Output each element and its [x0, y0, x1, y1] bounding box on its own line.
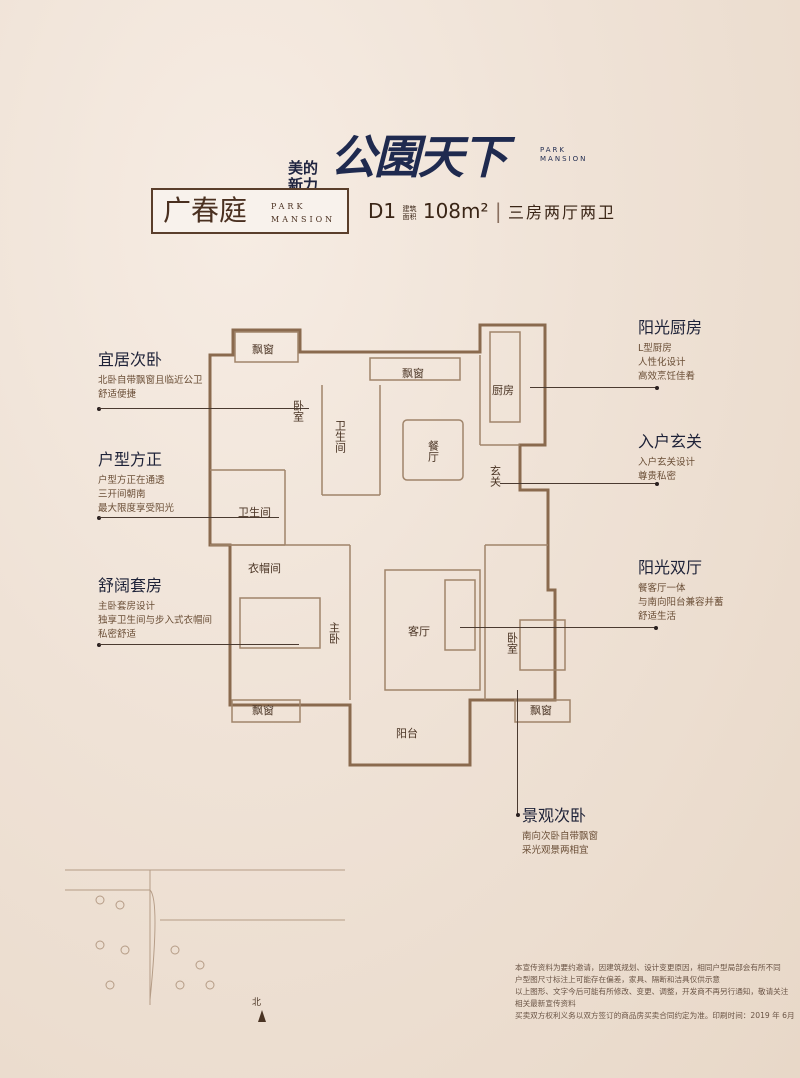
room-bay-window-1: 飘窗 — [252, 342, 274, 356]
disclaimer-line: 户型图尺寸标注上可能存在偏差，家具、隔断和洁具仅供示意 — [515, 975, 721, 984]
callout-title: 阳光厨房 — [638, 318, 703, 337]
callout-dot — [654, 626, 658, 630]
area-label: 建筑面积 — [402, 205, 416, 221]
callout-line: 高效烹饪佳肴 — [638, 371, 696, 382]
room-dining: 餐厅 — [427, 439, 440, 462]
logo-en-2: MANSION — [540, 155, 588, 163]
callout-line: L型厨房 — [638, 343, 672, 354]
north-arrow-icon — [258, 1010, 266, 1022]
callout-line: 主卧套房设计 — [98, 601, 156, 612]
callout-line: 与南向阳台兼容并蓄 — [638, 597, 724, 608]
callout-line-connector — [500, 483, 656, 484]
area-label-2: 面积 — [402, 212, 417, 221]
callout-line: 尊贵私密 — [638, 471, 677, 482]
callout-line: 采光观景两相宜 — [522, 845, 589, 856]
site-map — [65, 869, 345, 1005]
unit-en-1: PARK — [271, 202, 306, 211]
project-logo-en: PARK MANSION — [540, 146, 587, 164]
callout-line: 私密舒适 — [98, 629, 137, 640]
logo-en-1: PARK — [540, 146, 567, 154]
callout-dot — [655, 482, 659, 486]
callout-dot — [97, 407, 101, 411]
room-master-bedroom: 主卧 — [328, 622, 341, 644]
area-label-1: 建筑 — [402, 204, 417, 213]
project-logo: 公園天下 — [330, 130, 508, 184]
callout-living-dining: 阳光双厅 餐客厅一体与南向阳台兼容并蓄舒适生活 — [638, 558, 724, 624]
room-foyer: 玄关 — [489, 464, 502, 488]
unit-spec: D1 建筑面积 108m² | 三房两厅两卫 — [368, 198, 616, 226]
unit-name: 广春庭 — [163, 194, 248, 227]
callout-line-connector — [99, 644, 299, 645]
callout-line: 入户玄关设计 — [638, 457, 696, 468]
callout-dot — [97, 516, 101, 520]
callout-line-connector — [460, 627, 655, 628]
room-bedroom-north: 卧室 — [292, 400, 305, 422]
callout-kitchen: 阳光厨房 L型厨房人性化设计高效烹饪佳肴 — [638, 318, 702, 384]
room-bay-window-2: 飘窗 — [402, 366, 424, 380]
unit-en-2: MANSION — [271, 215, 336, 224]
callout-title: 入户玄关 — [638, 432, 703, 451]
callout-line-connector — [530, 387, 656, 388]
disclaimer-line: 以上图形、文字今后可能有所修改、变更、调整，开发商不再另行通知，敬请关注相关最新… — [515, 987, 789, 1008]
callout-north-bedroom: 宜居次卧 北卧自带飘窗且临近公卫舒适便捷 — [98, 350, 203, 402]
inner-walls — [210, 331, 571, 723]
callout-line: 户型方正在通透 — [98, 475, 165, 486]
callout-dot — [516, 813, 520, 817]
unit-title-box: 广春庭 PARK MANSION — [151, 188, 349, 234]
spec-divider: | — [494, 199, 502, 223]
room-balcony: 阳台 — [396, 726, 418, 740]
developer-name-1: 美的 — [288, 159, 319, 177]
callout-title: 阳光双厅 — [638, 558, 703, 577]
unit-en: PARK MANSION — [271, 200, 335, 226]
callout-dot — [97, 643, 101, 647]
callout-line: 舒适生活 — [638, 611, 677, 622]
unit-type-code: D1 — [368, 199, 397, 223]
callout-square-layout: 户型方正 户型方正在通透三开间朝南最大限度享受阳光 — [98, 450, 174, 516]
room-bay-window-3: 飘窗 — [252, 703, 274, 717]
room-bedroom-south: 卧室 — [506, 632, 519, 654]
callout-line-connector — [517, 690, 518, 815]
disclaimer-line: 本宣传资料为要约邀请，因建筑规划、设计变更原因，相同户型局部会有所不同 — [515, 963, 781, 972]
room-bathroom-1: 卫生间 — [334, 420, 347, 454]
callout-south-bedroom: 景观次卧 南向次卧自带飘窗采光观景两相宜 — [522, 806, 598, 858]
callout-title: 景观次卧 — [522, 806, 587, 825]
callout-line: 舒适便捷 — [98, 389, 137, 400]
room-closet: 衣帽间 — [248, 561, 281, 575]
room-kitchen: 厨房 — [492, 384, 514, 397]
callout-line: 北卧自带飘窗且临近公卫 — [98, 375, 203, 386]
callout-line: 独享卫生间与步入式衣帽间 — [98, 615, 213, 626]
disclaimer: 本宣传资料为要约邀请，因建筑规划、设计变更原因，相同户型局部会有所不同 户型图尺… — [515, 962, 795, 1022]
room-bay-window-4: 飘窗 — [530, 703, 552, 717]
callout-master-suite: 舒阔套房 主卧套房设计独享卫生间与步入式衣帽间私密舒适 — [98, 576, 212, 642]
room-bathroom-2: 卫生间 — [238, 505, 271, 519]
unit-area: 108m² — [422, 199, 489, 223]
callout-line: 南向次卧自带飘窗 — [522, 831, 599, 842]
callout-line: 最大限度享受阳光 — [98, 503, 175, 514]
callout-title: 宜居次卧 — [98, 350, 163, 369]
callout-line: 三开间朝南 — [98, 489, 146, 500]
disclaimer-line: 买卖双方权利义务以双方签订的商品房买卖合同约定为准。印刷时间：2019 年 6月 — [515, 1011, 795, 1020]
room-living: 客厅 — [408, 624, 430, 638]
callout-foyer: 入户玄关 入户玄关设计尊贵私密 — [638, 432, 702, 484]
callout-dot — [655, 386, 659, 390]
callout-line-connector — [99, 517, 279, 518]
callout-title: 舒阔套房 — [98, 576, 163, 595]
callout-line: 人性化设计 — [638, 357, 686, 368]
callout-title: 户型方正 — [98, 450, 163, 469]
callout-line: 餐客厅一体 — [638, 583, 686, 594]
unit-layout: 三房两厅两卫 — [508, 203, 617, 222]
callout-line-connector — [99, 408, 309, 409]
north-label: 北 — [252, 997, 261, 1008]
